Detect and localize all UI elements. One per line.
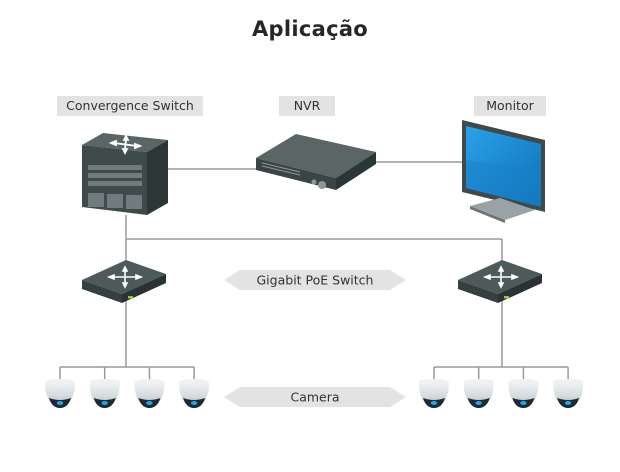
- dome-camera-icon: [134, 379, 165, 408]
- nvr-label: NVR: [279, 96, 335, 116]
- dome-camera-icon: [553, 379, 584, 408]
- poe-switch-annotation: Gigabit PoE Switch: [224, 270, 406, 290]
- poe-switch-annotation-text: Gigabit PoE Switch: [257, 273, 374, 288]
- monitor-label: Monitor: [474, 96, 546, 116]
- connection-lines: [60, 161, 568, 368]
- dome-camera-icon: [89, 379, 120, 408]
- dome-camera-icon: [508, 379, 539, 408]
- dome-camera-icon: [179, 379, 210, 408]
- dome-camera-icon: [418, 379, 450, 408]
- core-switch-icon: [82, 133, 168, 215]
- poe-switch-left-icon: [82, 260, 166, 303]
- camera-annotation-text: Camera: [290, 390, 339, 405]
- poe-switch-right-icon: [458, 260, 542, 303]
- dome-camera-icon: [44, 379, 76, 408]
- camera-annotation: Camera: [224, 387, 406, 407]
- dome-camera-icon: [463, 379, 494, 408]
- monitor-icon: [462, 120, 545, 223]
- nvr-recorder-icon: [256, 134, 376, 190]
- convergence-switch-label: Convergence Switch: [57, 96, 203, 116]
- page-title: Aplicação: [251, 17, 369, 41]
